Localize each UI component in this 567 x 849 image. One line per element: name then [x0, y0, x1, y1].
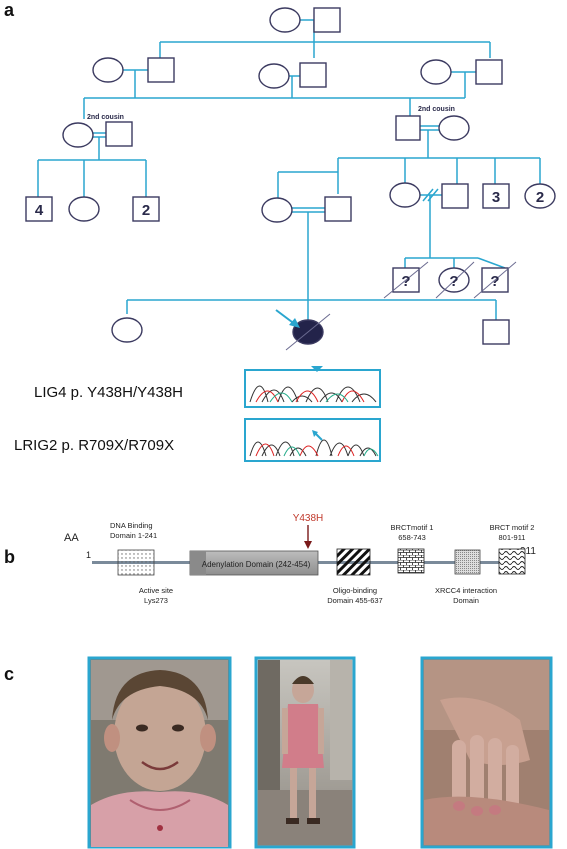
oligo-binding-domain: [336, 548, 371, 576]
oligo-caption-2: Domain 455-637: [327, 596, 382, 605]
chromatogram-lrig2: [244, 418, 381, 462]
dna-binding-domain: [117, 549, 155, 576]
proband-arrow: [275, 309, 300, 328]
aa-label: AA: [64, 532, 79, 544]
individual-male: [395, 115, 421, 141]
panel-b-label: b: [4, 547, 15, 567]
brct2-caption-1: BRCT motif 2: [490, 523, 535, 532]
xrcc4-caption-2: Domain: [453, 596, 479, 605]
individual-male: [324, 196, 352, 222]
unknown-mark: ?: [401, 273, 410, 290]
pedigree-shapes: [25, 7, 556, 345]
sibling-count: 4: [35, 202, 44, 219]
deceased-marks: [285, 261, 517, 351]
panel-a-label: a: [4, 0, 15, 20]
photo-full-body: [254, 656, 356, 849]
brct-motif-2: [498, 548, 526, 575]
individual-male: [482, 319, 510, 345]
mutation-arrowhead: [304, 541, 312, 549]
individual-male: [299, 62, 327, 88]
individual-male: [105, 121, 133, 147]
individual-male: [441, 183, 469, 209]
aa-start: 1: [86, 550, 91, 560]
protein-diagram: AA 1 911 Adenylation Domain (242-454) Y4…: [64, 513, 536, 605]
individual-female: [68, 196, 100, 222]
individual-female: [438, 115, 470, 141]
individual-female: [420, 59, 452, 85]
photo-hand: [420, 656, 553, 849]
individual-male-group: [25, 196, 53, 222]
xrcc4-domain: [454, 549, 481, 575]
aa-end: 911: [520, 546, 536, 557]
active-site-band: [190, 551, 206, 575]
pedigree: [37, 19, 541, 320]
brct2-caption-2: 801-911: [499, 533, 526, 542]
individual-female: [269, 7, 301, 33]
unknown-mark: ?: [490, 273, 499, 290]
individual-female: [111, 317, 143, 343]
oligo-caption-1: Oligo-binding: [333, 586, 377, 595]
individual-male-group: [482, 183, 510, 209]
individual-male: [475, 59, 503, 85]
photo-face: [87, 656, 232, 849]
mutation-label-lig4: LIG4 p. Y438H/Y438H: [34, 384, 183, 401]
cousin-label-right: 2nd cousin: [418, 106, 455, 113]
individual-female: [258, 63, 290, 89]
chromatogram-lig4: [244, 366, 381, 408]
sibling-count: 3: [492, 189, 500, 206]
individual-male: [313, 7, 341, 33]
sibling-count: 2: [536, 189, 544, 206]
dna-binding-caption-2: Domain 1-241: [110, 531, 157, 540]
individual-female: [62, 122, 94, 148]
cousin-label-left: 2nd cousin: [87, 114, 124, 121]
adenylation-label: Adenylation Domain (242-454): [202, 560, 311, 569]
individual-female: [92, 57, 124, 83]
panel-c-label: c: [4, 664, 14, 684]
dna-binding-caption-1: DNA Binding: [110, 521, 153, 530]
individual-male-group: [132, 196, 160, 222]
individual-female-group: [524, 183, 556, 209]
mutation-label-lrig2: LRIG2 p. R709X/R709X: [14, 437, 174, 454]
unknown-mark: ?: [449, 273, 458, 290]
brct-motif-1: [397, 548, 425, 574]
active-site-caption-1: Active site: [139, 586, 173, 595]
sibling-count: 2: [142, 202, 150, 219]
brct1-caption-1: BRCTmotif 1: [391, 523, 434, 532]
active-site-caption-2: Lys273: [144, 596, 168, 605]
mutation-marker-label: Y438H: [293, 513, 324, 524]
individual-male: [147, 57, 175, 83]
xrcc4-caption-1: XRCC4 interaction: [435, 586, 497, 595]
individual-female: [261, 197, 293, 223]
brct1-caption-2: 658-743: [398, 533, 426, 542]
individual-female: [389, 182, 421, 208]
